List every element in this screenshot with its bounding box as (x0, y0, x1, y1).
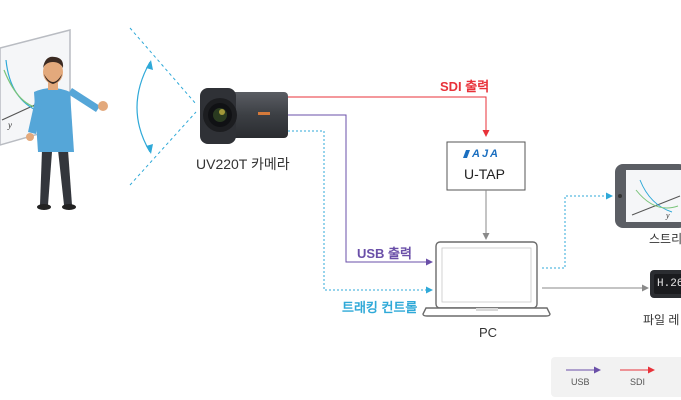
legend-sdi-label: SDI (630, 377, 646, 387)
tracking-control-label: 트래킹 컨트롤 (342, 300, 418, 315)
pc-label: PC (479, 325, 498, 340)
sdi-output-label: SDI 출력 (440, 79, 490, 94)
file-record-label: 파일 레 (643, 313, 680, 327)
laptop-icon (422, 241, 551, 317)
tracking-connection (288, 130, 433, 294)
camera-icon (200, 88, 288, 144)
streaming-label: 스트리 (649, 232, 681, 246)
sdi-connection (288, 96, 490, 137)
camera-label: UV220T 카메라 (196, 156, 290, 172)
usb-connection (288, 114, 433, 266)
svg-text:y: y (7, 120, 12, 130)
utap-model-label: U-TAP (464, 166, 505, 182)
usb-output-label: USB 출력 (357, 246, 412, 261)
svg-text:y: y (665, 211, 670, 220)
phone-icon: y (615, 164, 681, 228)
presenter-icon (26, 56, 108, 210)
pc-to-streaming-connection (542, 192, 613, 269)
utap-brand-label: AJA (472, 148, 501, 160)
utap-device-icon (446, 141, 526, 191)
legend-usb-label: USB (571, 377, 590, 387)
camera-field-of-view (129, 27, 197, 186)
recorder-display-text: H.26 (657, 278, 681, 290)
recorder-icon (650, 270, 681, 298)
